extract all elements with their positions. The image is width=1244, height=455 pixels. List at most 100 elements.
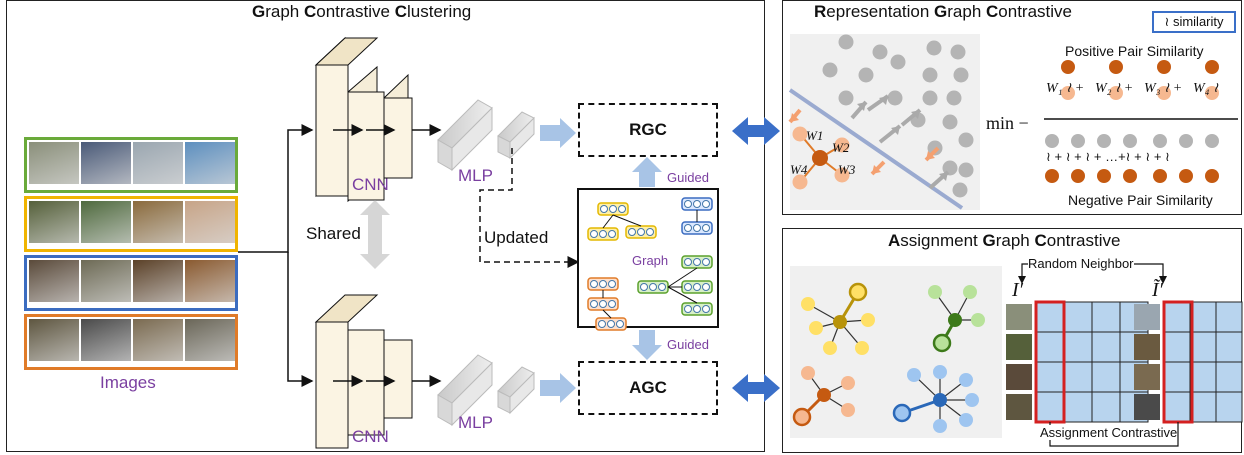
- graph-edge: [602, 309, 612, 319]
- neg-formula-point: [1179, 134, 1193, 148]
- negative-sample-point: [926, 40, 942, 56]
- branch-line: [287, 252, 314, 387]
- pos-term-2: W₂ ≀ +: [1095, 81, 1134, 96]
- assignment-leaf-selected: [892, 403, 912, 423]
- row-image-thumbnail: [1134, 364, 1160, 390]
- graph-node-unit: [702, 224, 710, 232]
- mlp-bottom: [437, 354, 576, 427]
- assignment-matrix-cell: [1163, 331, 1191, 363]
- negative-sample-point: [927, 140, 943, 156]
- pull-arrow-head: [926, 151, 935, 160]
- graph-node-unit: [649, 283, 657, 291]
- graph-node-unit: [628, 228, 636, 236]
- assignment-leaf: [809, 321, 823, 335]
- graph-node-unit: [646, 228, 654, 236]
- image-thumbnail: [185, 201, 235, 243]
- graph-node-unit: [599, 280, 607, 288]
- cnn-top: [314, 36, 442, 203]
- image-row-deer: [24, 196, 238, 252]
- graph-node-unit: [658, 283, 666, 291]
- negative-sample-point: [952, 182, 968, 198]
- assignment-matrix-cell: [1035, 331, 1065, 363]
- pull-arrow-head: [872, 165, 881, 174]
- negative-sample-point: [838, 90, 854, 106]
- assignment-matrix-cell: [1063, 391, 1093, 423]
- assignment-matrix-cell: [1163, 361, 1191, 393]
- branch-line: [238, 124, 314, 253]
- assignment-leaf-selected: [932, 333, 952, 353]
- assignment-center: [817, 388, 831, 402]
- negative-sample-point: [890, 54, 906, 70]
- pos-formula-pair: [1109, 86, 1123, 100]
- negative-sample-point: [953, 67, 969, 83]
- assignment-matrix-cell: [1215, 331, 1243, 363]
- graph-node-unit: [598, 320, 606, 328]
- image-thumbnail: [133, 260, 183, 302]
- negative-sample-point: [922, 67, 938, 83]
- assignment-matrix-cell: [1163, 301, 1191, 333]
- assignment-matrix-cell: [1189, 331, 1217, 363]
- image-thumbnail: [133, 319, 183, 361]
- image-thumbnail: [29, 319, 79, 361]
- min-label: min −: [986, 113, 1029, 133]
- graph-edge: [602, 214, 614, 229]
- similarity-badge: ≀ similarity: [1152, 11, 1236, 33]
- graph-node-unit: [702, 200, 710, 208]
- graph-node-unit: [702, 283, 710, 291]
- assignment-leaf: [801, 366, 815, 380]
- shared-double-arrow: [360, 200, 390, 269]
- anchor-point: [812, 150, 828, 166]
- graph-node-unit: [599, 300, 607, 308]
- assignment-leaf: [907, 368, 921, 382]
- shared-label: Shared: [306, 224, 361, 243]
- guided-arrow-top: [632, 157, 662, 187]
- assignment-matrix-cell: [1163, 391, 1191, 423]
- assignment-matrix-cell: [1063, 361, 1093, 393]
- rgc-title: Representation Graph Contrastive: [814, 2, 1072, 21]
- graph-node-unit: [693, 305, 701, 313]
- neg-formula-anchor: [1153, 169, 1167, 183]
- assignment-matrix-cell: [1063, 301, 1093, 333]
- images-label: Images: [100, 373, 156, 392]
- guided-arrow-bottom: [632, 330, 662, 360]
- assignment-leaf: [928, 285, 942, 299]
- negative-sample-point: [942, 114, 958, 130]
- push-arrow-head: [891, 126, 900, 135]
- assignment-matrix-cell: [1189, 301, 1217, 333]
- neg-formula-anchor: [1045, 169, 1059, 183]
- graph-node-unit: [618, 205, 626, 213]
- random-neighbor-label: Random Neighbor: [1028, 256, 1134, 271]
- assignment-matrix-cell: [1091, 391, 1121, 423]
- image-thumbnail: [185, 319, 235, 361]
- row-image-thumbnail: [1006, 394, 1032, 420]
- w4-label: W4: [790, 162, 808, 177]
- assignment-matrix-cell: [1189, 391, 1217, 423]
- positive-sample-point: [792, 174, 808, 190]
- graph-node-unit: [590, 230, 598, 238]
- assignment-leaf: [855, 341, 869, 355]
- negative-sample-point: [872, 44, 888, 60]
- pos-formula-anchor: [1061, 60, 1075, 74]
- assignment-leaf: [963, 285, 977, 299]
- graph-node-unit: [590, 300, 598, 308]
- bracket-arrow: [1159, 276, 1167, 284]
- push-arrow-head: [939, 172, 948, 181]
- assignment-leaf: [965, 393, 979, 407]
- assignment-center: [833, 315, 847, 329]
- neg-formula-point: [1205, 134, 1219, 148]
- agc-box: AGC: [578, 361, 718, 415]
- image-thumbnail: [133, 201, 183, 243]
- neg-formula-anchor: [1071, 169, 1085, 183]
- graph-node-unit: [684, 258, 692, 266]
- rgc-link-arrow: [732, 117, 780, 145]
- updated-arrow: [479, 148, 580, 268]
- negative-sample-point: [958, 162, 974, 178]
- graph-node-unit: [590, 280, 598, 288]
- guided-bottom-label: Guided: [667, 337, 709, 352]
- graph-node-unit: [693, 200, 701, 208]
- neg-formula-anchor: [1123, 169, 1137, 183]
- assignment-center: [948, 313, 962, 327]
- negative-sample-point: [958, 132, 974, 148]
- graph-node-unit: [599, 230, 607, 238]
